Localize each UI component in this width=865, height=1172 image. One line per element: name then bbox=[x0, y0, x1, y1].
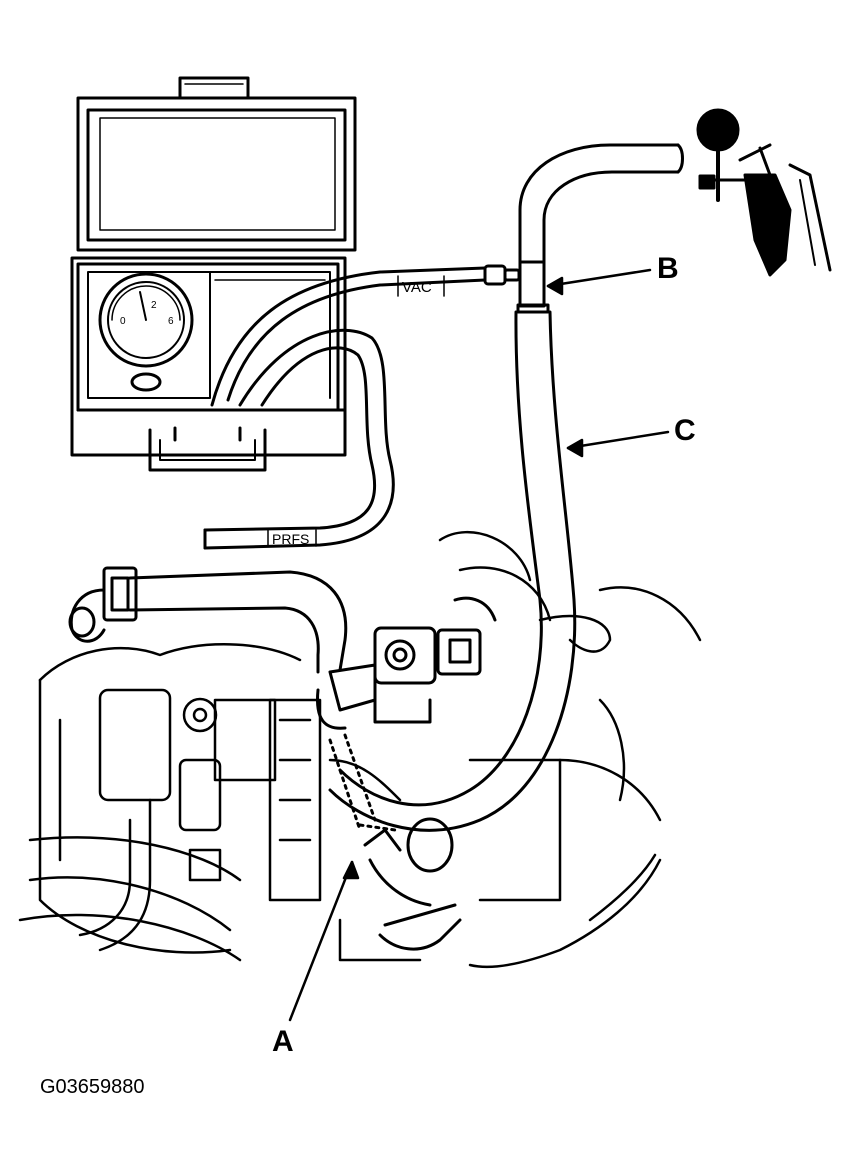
hose-a-connection bbox=[328, 733, 462, 951]
hose-c bbox=[328, 310, 577, 832]
prfs-hose: PRFS bbox=[203, 328, 395, 550]
gauge-scale-right: 6 bbox=[168, 316, 174, 327]
tee-fitting-b bbox=[516, 260, 550, 314]
callout-b: B bbox=[657, 252, 679, 285]
solenoid-supply-hose bbox=[68, 566, 348, 674]
callout-a: A bbox=[272, 1025, 294, 1058]
callout-c: C bbox=[674, 414, 696, 447]
leader-b bbox=[546, 268, 652, 288]
leader-a bbox=[288, 860, 354, 1022]
leader-c bbox=[566, 430, 670, 450]
vac-hose: VAC bbox=[210, 264, 521, 407]
vac-hose-marking: VAC bbox=[402, 279, 432, 296]
purge-control-solenoid bbox=[315, 596, 497, 730]
figure-id: G03659880 bbox=[40, 1076, 145, 1098]
leader-lines bbox=[288, 268, 670, 1022]
engine-assembly bbox=[18, 530, 702, 969]
gauge-scale-left: 0 bbox=[120, 316, 126, 327]
gauge-scale-mid: 2 bbox=[151, 300, 157, 311]
upper-hose-to-pump bbox=[518, 143, 684, 264]
hand-vacuum-pump bbox=[696, 108, 832, 277]
pressure-gauge: 0 2 6 bbox=[98, 272, 194, 368]
prfs-hose-marking: PRFS bbox=[272, 531, 309, 547]
vacuum-tester-case bbox=[70, 76, 357, 472]
